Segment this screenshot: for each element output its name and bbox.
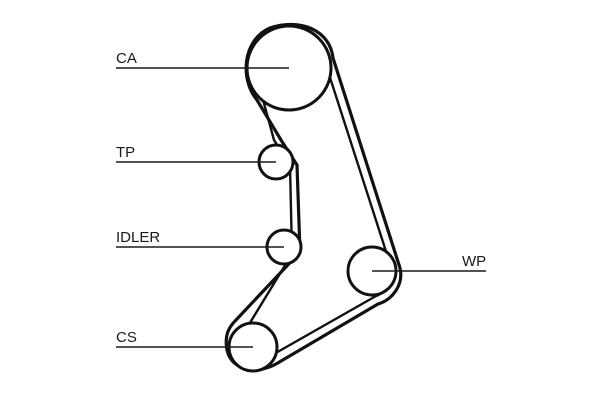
timing-belt-outer [224,22,403,372]
wp-label: WP [462,253,486,270]
tp-label: TP [116,144,135,161]
idler-label: IDLER [116,229,160,246]
ca-label: CA [116,50,137,67]
cs-label: CS [116,329,137,346]
